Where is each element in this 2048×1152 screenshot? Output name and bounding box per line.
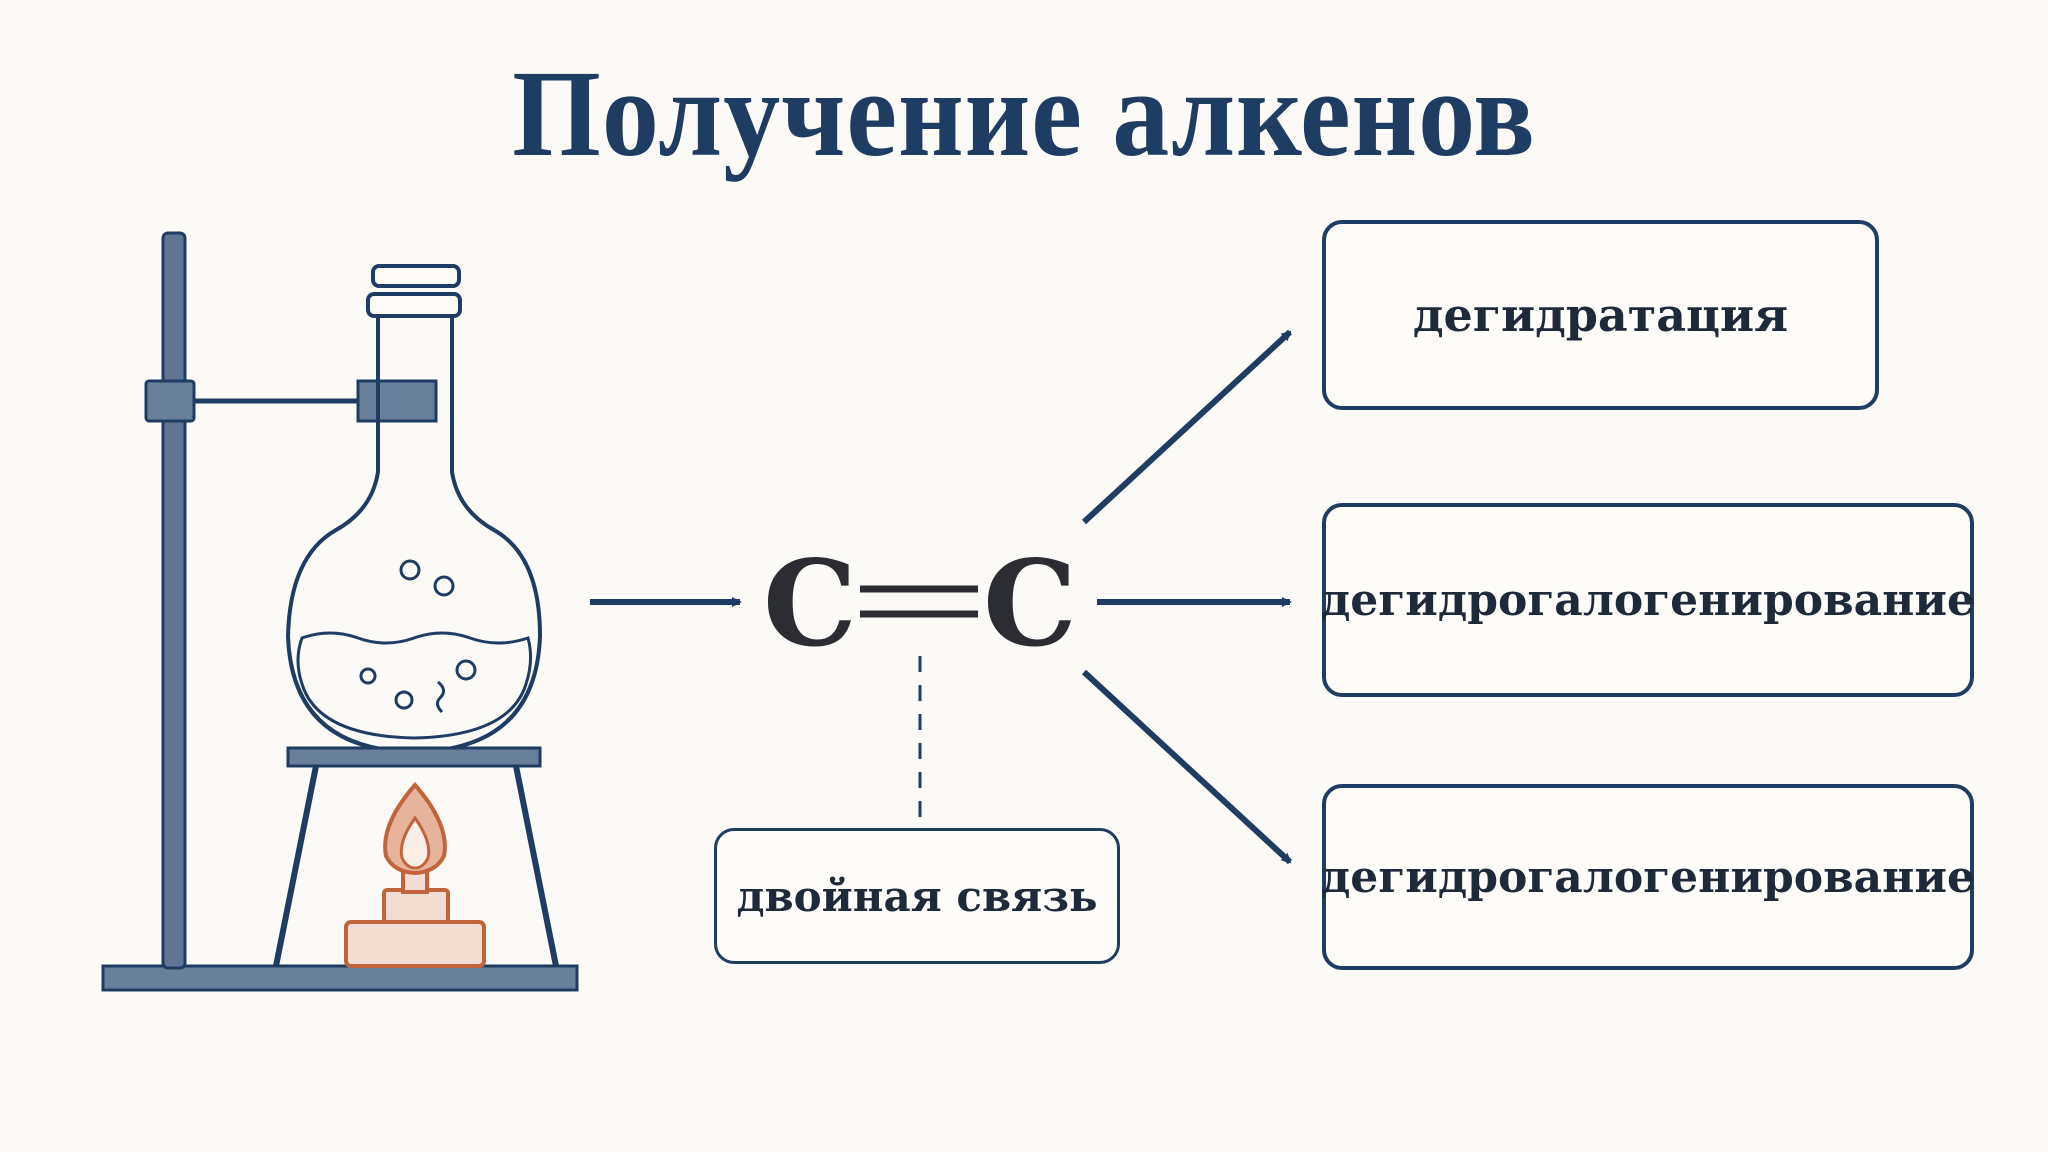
method-box-dehydrohalogenation-1: дегидрогалогенирование xyxy=(1320,503,1976,697)
method-label-dehydrohalogenation-2: дегидрогалогенирование xyxy=(1320,851,1976,903)
stand-rod-icon xyxy=(161,231,187,970)
arrow-to-dehydrohalogenation-2 xyxy=(1081,669,1293,865)
lab-apparatus-illustration xyxy=(101,231,579,992)
carbon-atom-right: C xyxy=(983,534,1077,673)
method-label-dehydration: дегидратация xyxy=(1412,288,1789,342)
page-title: Получение алкенов xyxy=(512,45,1536,182)
alkene-double-bond-structure: C C xyxy=(763,534,1077,673)
arrow-to-dehydration xyxy=(1081,329,1293,525)
spirit-burner-icon xyxy=(344,868,486,968)
method-box-dehydration: дегидратация xyxy=(1322,220,1879,410)
double-bond-label-box: двойная связь xyxy=(714,828,1120,964)
stand-base-icon xyxy=(101,964,579,992)
flame-icon xyxy=(383,781,447,876)
double-bond-label: двойная связь xyxy=(736,871,1098,921)
clamp-jaw-icon xyxy=(356,379,438,423)
method-label-dehydrohalogenation-1: дегидрогалогенирование xyxy=(1320,574,1976,626)
tripod-icon xyxy=(273,746,559,967)
carbon-atom-left: C xyxy=(763,534,857,673)
method-box-dehydrohalogenation-2: дегидрогалогенирование xyxy=(1320,784,1976,970)
clamp-boss-icon xyxy=(144,379,196,423)
round-bottom-flask-icon xyxy=(286,264,542,754)
